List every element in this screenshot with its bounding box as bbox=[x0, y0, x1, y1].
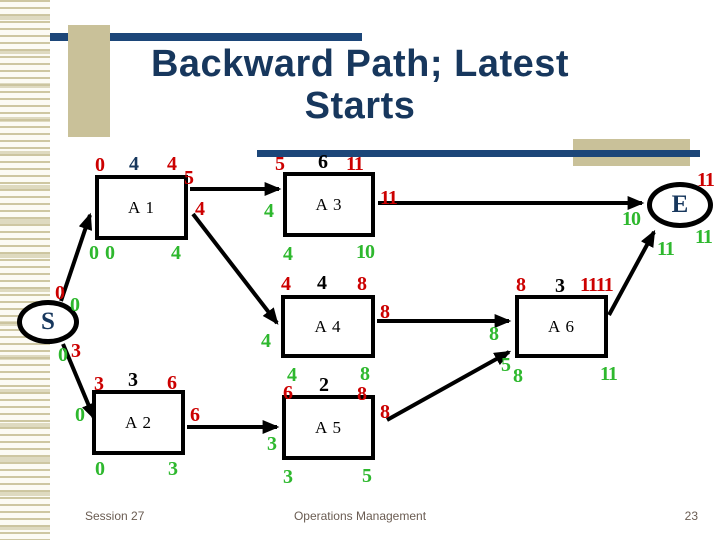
arrow-a5-a6 bbox=[386, 350, 512, 422]
cpm-label: 0 bbox=[70, 294, 80, 316]
cpm-label: 8 bbox=[516, 274, 526, 296]
cpm-label: 8 bbox=[357, 383, 367, 405]
cpm-label: 0 bbox=[75, 404, 85, 426]
cpm-label: 2 bbox=[319, 374, 329, 396]
cpm-label: 8 bbox=[513, 365, 523, 387]
node-a5: A 5 bbox=[282, 395, 375, 460]
arrow-a1-a4 bbox=[191, 212, 279, 325]
cpm-label: 8 bbox=[360, 363, 370, 385]
node-a2: A 2 bbox=[92, 390, 185, 455]
cpm-label: 3 bbox=[267, 433, 277, 455]
node-a1-label: A 1 bbox=[127, 197, 156, 217]
cpm-label: 3 bbox=[555, 275, 565, 297]
cpm-label: 0 bbox=[58, 344, 68, 366]
cpm-label: 0 bbox=[95, 154, 105, 176]
cpm-label: 8 bbox=[357, 273, 367, 295]
arrow-s-a2 bbox=[61, 343, 96, 421]
cpm-label: 8 bbox=[489, 323, 499, 345]
cpm-label: 11 bbox=[380, 187, 398, 209]
cpm-label: 4 bbox=[283, 243, 293, 265]
title-side-bar bbox=[68, 25, 110, 137]
cpm-label: 8 bbox=[380, 401, 390, 423]
cpm-label: 11 bbox=[346, 153, 364, 175]
cpm-label: 3 bbox=[71, 340, 81, 362]
slide-title-line2: Starts bbox=[304, 84, 416, 127]
node-a1: A 1 bbox=[95, 175, 188, 240]
cpm-label: 4 bbox=[167, 153, 177, 175]
node-e: E bbox=[647, 182, 713, 228]
cpm-label: 5 bbox=[275, 153, 285, 175]
cpm-label: 11 bbox=[695, 226, 713, 248]
cpm-label: 4 bbox=[129, 153, 139, 175]
node-a3: A 3 bbox=[283, 172, 375, 237]
cpm-label: 6 bbox=[318, 151, 328, 173]
cpm-label: 3 bbox=[168, 458, 178, 480]
title-top-rule bbox=[50, 33, 362, 41]
node-s-label: S bbox=[41, 308, 55, 335]
cpm-label: 3 bbox=[283, 466, 293, 488]
node-a4: A 4 bbox=[281, 295, 375, 358]
cpm-label: 0 bbox=[105, 242, 115, 264]
node-a5-label: A 5 bbox=[314, 417, 343, 437]
cpm-label: 1111 bbox=[580, 274, 614, 296]
cpm-label: 4 bbox=[261, 330, 271, 352]
cpm-label: 4 bbox=[264, 200, 274, 222]
cpm-label: 11 bbox=[600, 363, 618, 385]
cpm-label: 10 bbox=[356, 241, 375, 263]
slide-title-line1: Backward Path; Latest bbox=[150, 43, 570, 85]
cpm-label: 6 bbox=[190, 404, 200, 426]
cpm-label: 5 bbox=[501, 354, 511, 376]
cpm-label: 0 bbox=[95, 458, 105, 480]
arrow-s-a1 bbox=[59, 212, 93, 302]
footer-session: Session 27 bbox=[85, 509, 145, 523]
cpm-label: 4 bbox=[317, 272, 327, 294]
cpm-label: 11 bbox=[657, 238, 675, 260]
footer-course: Operations Management bbox=[293, 509, 427, 523]
node-a3-label: A 3 bbox=[315, 194, 343, 214]
node-s: S bbox=[17, 300, 79, 344]
cpm-label: 0 bbox=[89, 242, 99, 264]
cpm-label: 5 bbox=[184, 167, 194, 189]
node-a2-label: A 2 bbox=[124, 412, 153, 432]
cpm-label: 6 bbox=[283, 382, 293, 404]
node-a6: A 6 bbox=[515, 295, 608, 358]
cpm-label: 4 bbox=[287, 364, 297, 386]
cpm-label: 10 bbox=[622, 208, 641, 230]
cpm-label: 6 bbox=[167, 372, 177, 394]
slide-title: Backward Path; Latest Starts bbox=[40, 43, 680, 128]
cpm-label: 4 bbox=[171, 242, 181, 264]
footer-page-number: 23 bbox=[684, 509, 698, 523]
node-a6-label: A 6 bbox=[547, 316, 576, 336]
cpm-label: 4 bbox=[195, 198, 205, 220]
cpm-label: 5 bbox=[362, 465, 372, 487]
left-stripe-decoration bbox=[0, 0, 50, 540]
title-bottom-rule bbox=[257, 150, 700, 157]
footer: Session 27 Operations Management 23 bbox=[0, 509, 720, 529]
cpm-label: 8 bbox=[380, 301, 390, 323]
cpm-label: 3 bbox=[94, 373, 104, 395]
cpm-label: 0 bbox=[55, 282, 65, 304]
cpm-label: 3 bbox=[128, 369, 138, 391]
cpm-label: 4 bbox=[281, 273, 291, 295]
cpm-label: 11 bbox=[697, 169, 715, 191]
node-a4-label: A 4 bbox=[314, 316, 342, 336]
node-e-label: E bbox=[671, 191, 689, 218]
arrow-a6-e bbox=[607, 229, 656, 316]
